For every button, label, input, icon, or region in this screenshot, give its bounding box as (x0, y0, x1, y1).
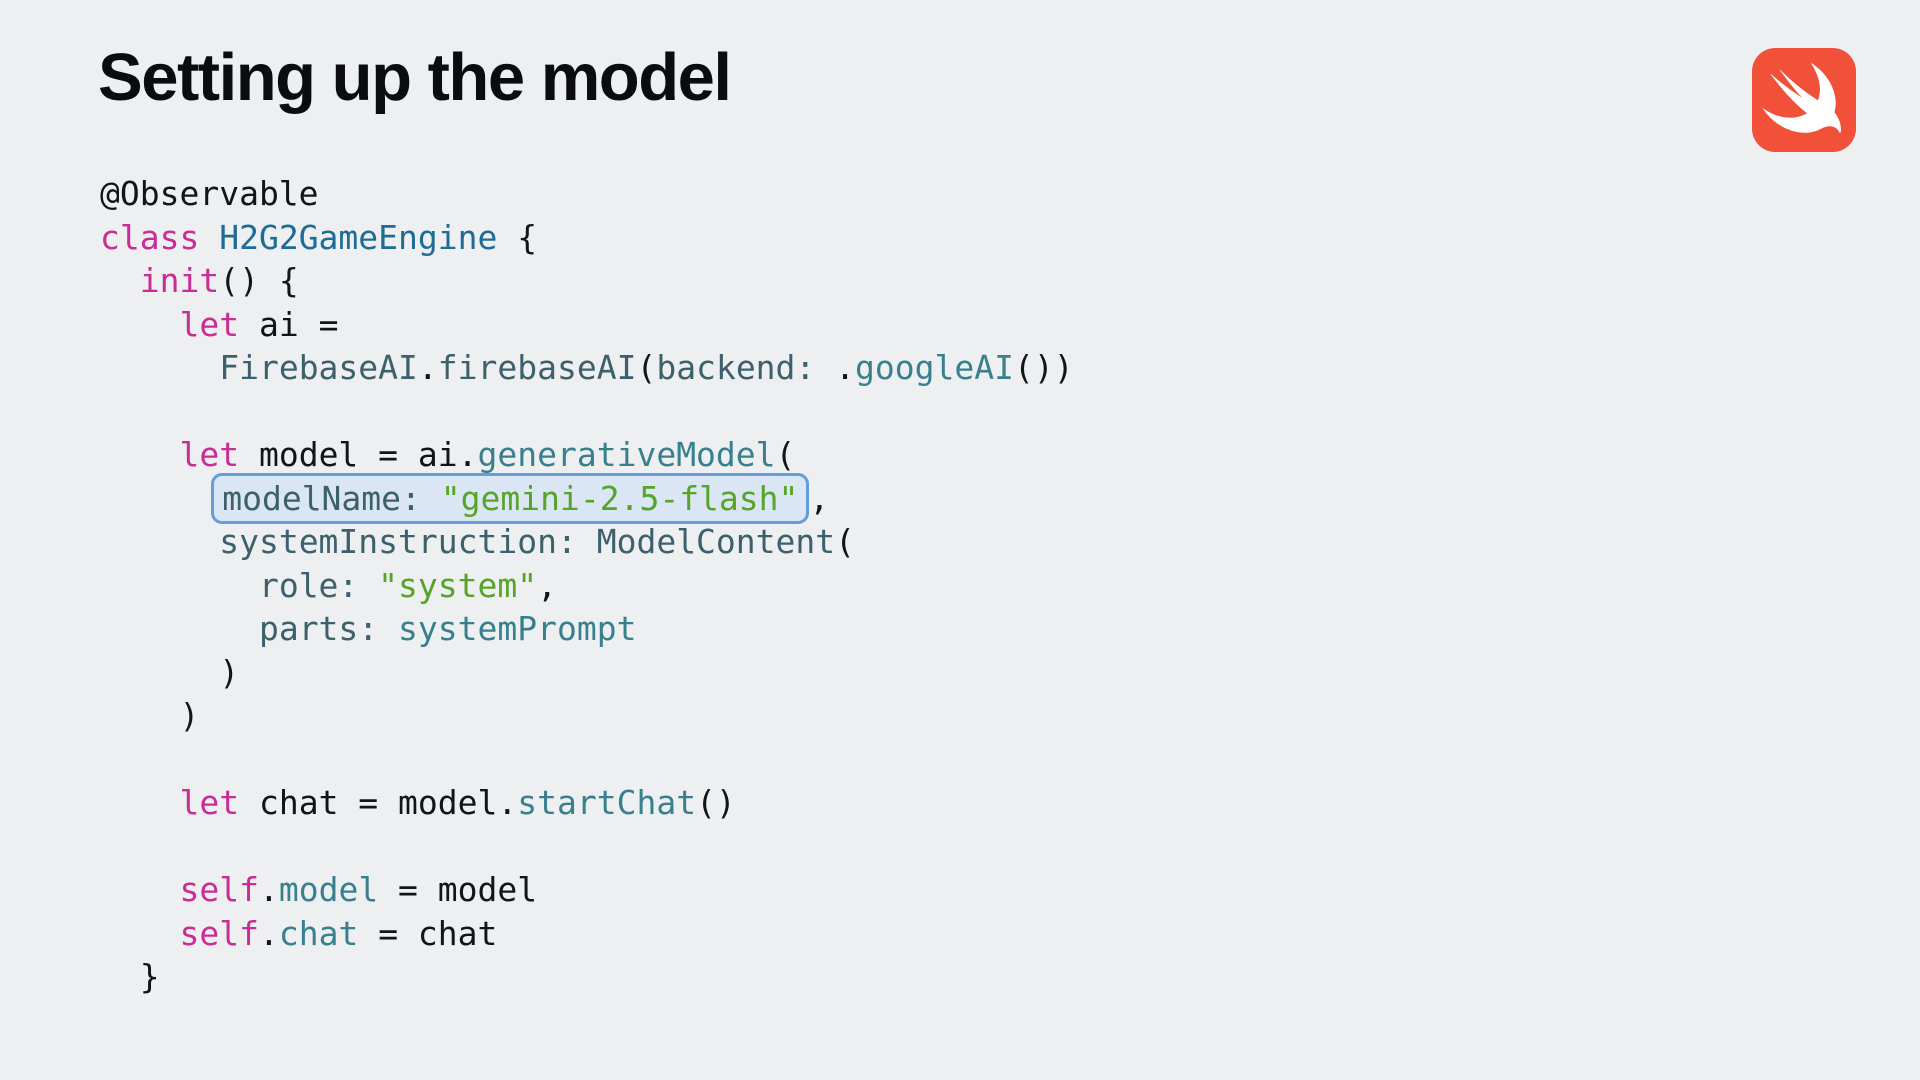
code-token (100, 609, 259, 648)
code-line: ) (100, 651, 1074, 695)
code-line: let model = ai.generativeModel( (100, 433, 1074, 477)
code-token (378, 609, 398, 648)
code-token: . (815, 348, 856, 387)
code-token: ai = (239, 304, 339, 344)
code-line: ) (100, 694, 1074, 738)
code-line: let ai = (100, 303, 1074, 347)
code-token: () (696, 783, 736, 822)
code-line: modelName: "gemini-2.5-flash", (100, 472, 1074, 524)
swift-bird-icon (1752, 48, 1856, 152)
code-token (358, 566, 378, 605)
code-token: ) (100, 696, 200, 735)
code-line: class H2G2GameEngine { (100, 216, 1074, 260)
code-token: FirebaseAI (219, 348, 418, 387)
code-token (100, 566, 259, 605)
code-token: role: (258, 565, 359, 605)
slide-title: Setting up the model (98, 40, 732, 115)
code-token (100, 305, 179, 344)
code-token (199, 218, 219, 257)
code-token: . (417, 348, 438, 387)
code-token (100, 870, 179, 909)
code-token: ()) (1014, 348, 1074, 387)
code-token: () { (219, 261, 299, 300)
code-token: ModelContent (596, 522, 836, 561)
code-token: model (278, 870, 379, 909)
code-line: self.model = model (100, 868, 1074, 912)
code-token: chat (278, 913, 359, 953)
code-token: let (179, 783, 240, 822)
code-token: googleAI (855, 348, 1014, 387)
code-token (100, 261, 140, 300)
code-token: parts: (258, 609, 379, 648)
code-token (100, 435, 179, 474)
code-line (100, 825, 1074, 869)
code-token: , (809, 478, 830, 518)
code-token (100, 479, 219, 518)
code-line: self.chat = chat (100, 912, 1074, 956)
code-token: ( (835, 522, 856, 561)
swift-logo (1752, 48, 1856, 152)
code-line (100, 738, 1074, 782)
code-token (100, 348, 219, 387)
code-token: model = ai. (239, 435, 478, 474)
code-token: let (179, 304, 240, 344)
code-token: self (179, 870, 259, 909)
code-token: init (139, 261, 220, 300)
code-token: startChat (517, 783, 697, 822)
code-token: { (497, 217, 538, 257)
code-token (577, 522, 597, 561)
code-line: role: "system", (100, 564, 1074, 608)
code-token: , (537, 565, 557, 605)
code-token: modelName: (222, 478, 421, 518)
code-token: class (100, 217, 200, 257)
code-token (421, 479, 441, 518)
code-line: @Observable (100, 172, 1074, 216)
code-token (100, 914, 179, 953)
code-token: . (258, 913, 279, 953)
code-line: FirebaseAI.firebaseAI(backend: .googleAI… (100, 346, 1074, 390)
code-token: ( (636, 348, 657, 387)
model-name-highlight-box: modelName: "gemini-2.5-flash" (211, 472, 810, 524)
code-line: let chat = model.startChat() (100, 781, 1074, 825)
code-token: generativeModel (477, 435, 776, 474)
code-line: parts: systemPrompt (100, 607, 1074, 651)
code-token: = model (378, 870, 538, 909)
code-line: systemInstruction: ModelContent( (100, 520, 1074, 564)
code-token: @Observable (100, 174, 319, 213)
code-token: = chat (358, 913, 498, 953)
code-token: H2G2GameEngine (219, 217, 498, 257)
code-token (100, 783, 179, 822)
code-token: self (179, 913, 259, 953)
code-line: } (100, 955, 1074, 999)
code-token: ( (775, 435, 796, 474)
code-token: let (179, 435, 240, 474)
code-token: systemInstruction: (219, 522, 577, 561)
code-token: systemPrompt (398, 609, 637, 648)
code-token: chat = model. (239, 783, 518, 822)
code-token (100, 522, 219, 561)
code-token: ) (100, 652, 240, 692)
code-token: } (100, 957, 160, 996)
code-token: . (258, 870, 279, 909)
code-token: "system" (378, 565, 538, 605)
code-token: firebaseAI (437, 348, 637, 387)
code-token: "gemini-2.5-flash" (440, 478, 799, 518)
code-token: backend: (656, 348, 816, 387)
code-line (100, 390, 1074, 434)
code-line: init() { (100, 259, 1074, 303)
